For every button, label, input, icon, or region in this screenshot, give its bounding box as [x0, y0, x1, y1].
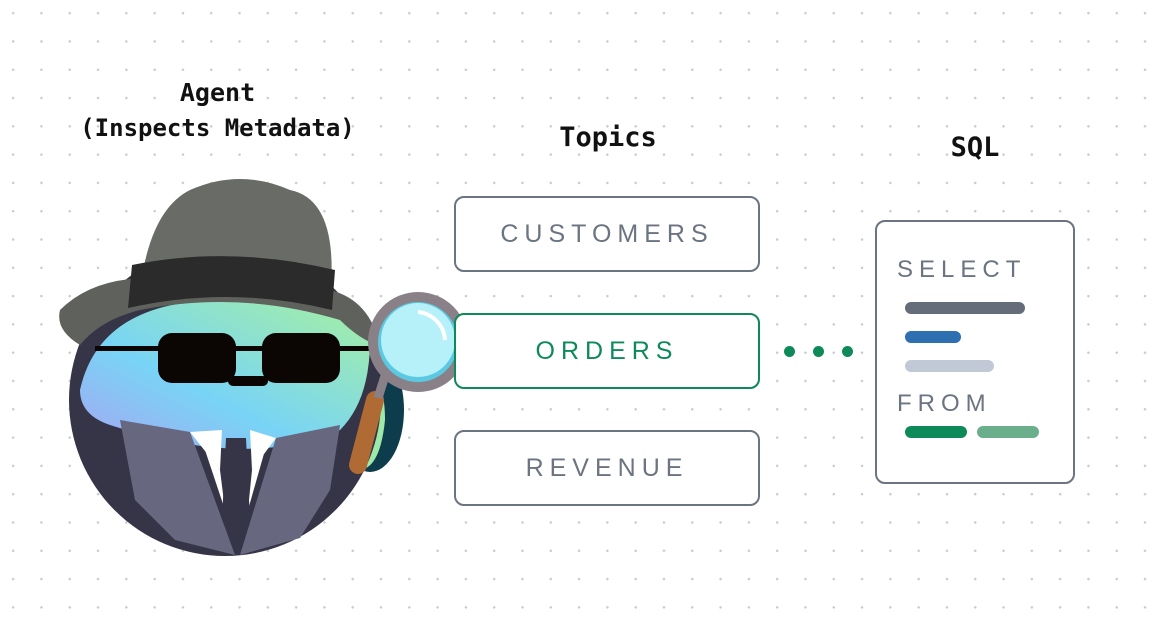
topic-customers: CUSTOMERS — [454, 196, 760, 272]
connector-dot — [813, 346, 824, 357]
topic-orders: ORDERS — [454, 313, 760, 389]
sql-table-bar — [905, 426, 967, 438]
detective-agent-icon — [59, 179, 468, 556]
sql-title: SQL — [950, 132, 1000, 163]
sql-column-bar — [905, 331, 961, 343]
sql-card: SELECT FROM — [875, 220, 1075, 484]
sql-column-bar — [905, 360, 994, 372]
connector-dot — [784, 346, 795, 357]
sql-from-keyword: FROM — [897, 390, 992, 417]
sql-column-bar — [905, 302, 1025, 314]
topic-revenue: REVENUE — [454, 430, 760, 506]
sql-table-bar — [977, 426, 1039, 438]
topics-title: Topics — [559, 122, 657, 153]
sql-select-keyword: SELECT — [897, 256, 1027, 283]
connector-dot — [842, 346, 853, 357]
agent-title: Agent — [179, 78, 256, 107]
agent-subtitle: (Inspects Metadata) — [80, 114, 355, 142]
